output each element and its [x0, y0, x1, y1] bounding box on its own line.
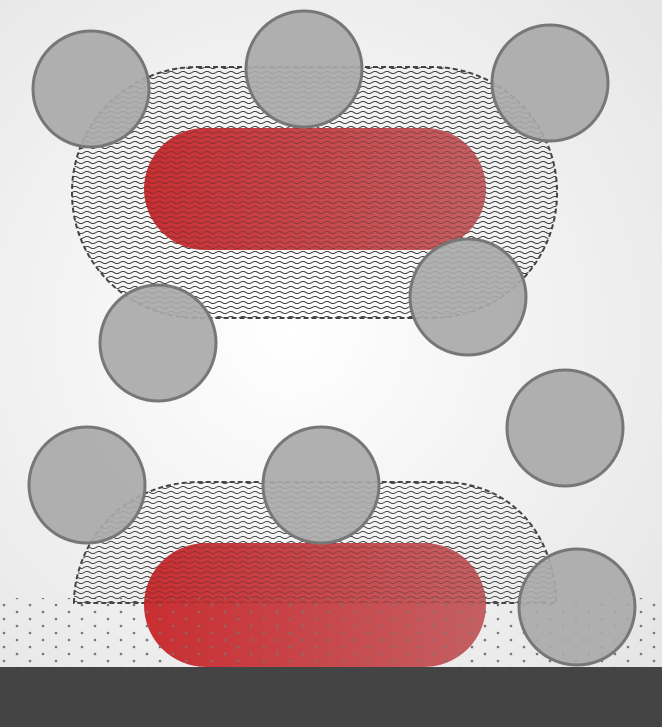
particle-bottom-left: [27, 425, 147, 545]
bottom-hatch-overlay: [144, 543, 486, 603]
particle-bottom-right: [517, 547, 637, 667]
particle-top-left: [31, 29, 151, 149]
particle-lower-right: [505, 368, 625, 488]
particle-mid-left: [98, 283, 218, 403]
particle-bottom-center: [261, 425, 381, 545]
particle-mid-right: [408, 237, 528, 357]
bottom-core-dot-overlay: [144, 598, 486, 667]
particle-top-right: [490, 23, 610, 143]
particle-top-center: [244, 9, 364, 129]
top-capsule-group: [31, 9, 610, 403]
substrate-surface: [0, 667, 662, 727]
bottom-capsule-group: [27, 368, 637, 667]
